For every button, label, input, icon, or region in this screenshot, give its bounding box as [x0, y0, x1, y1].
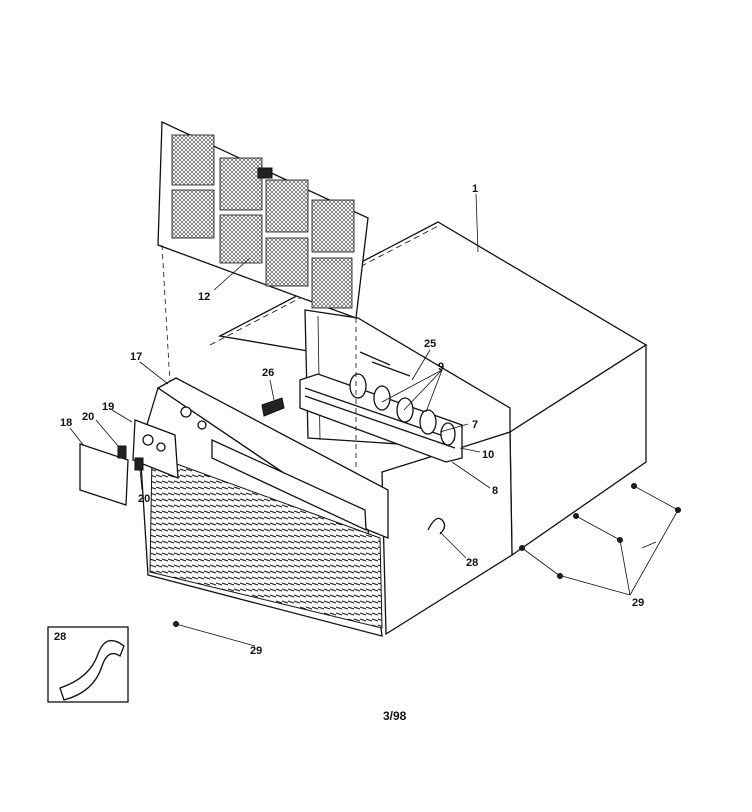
callout-7: 7	[472, 419, 478, 431]
callout-19: 19	[102, 401, 114, 413]
callout-29-side: 29	[632, 597, 644, 609]
callout-labels: 1 12 17 26 25 9 7 10 8 19 18 20 20 28 29…	[54, 183, 644, 657]
air-filter	[157, 120, 369, 470]
control-panel	[79, 419, 179, 506]
support-bracket	[261, 397, 285, 417]
callout-20-upper: 20	[82, 411, 94, 423]
callout-25: 25	[424, 338, 436, 350]
callout-9: 9	[438, 361, 444, 373]
callout-18: 18	[60, 417, 72, 429]
callout-28-clip: 28	[466, 557, 478, 569]
callout-10: 10	[482, 449, 494, 461]
callout-29-front: 29	[250, 645, 262, 657]
callout-1: 1	[472, 183, 478, 195]
leader-lines	[69, 193, 679, 647]
front-grille	[139, 377, 389, 637]
callout-17: 17	[130, 351, 142, 363]
drawing-code: 3/98	[383, 709, 407, 723]
clip	[427, 517, 446, 535]
callout-26: 26	[262, 367, 274, 379]
callout-20-lower: 20	[138, 493, 150, 505]
callout-28-inset: 28	[54, 631, 66, 643]
inset-box	[47, 626, 129, 703]
callout-12: 12	[198, 291, 210, 303]
heater-assembly	[299, 351, 463, 463]
callout-8: 8	[492, 485, 498, 497]
